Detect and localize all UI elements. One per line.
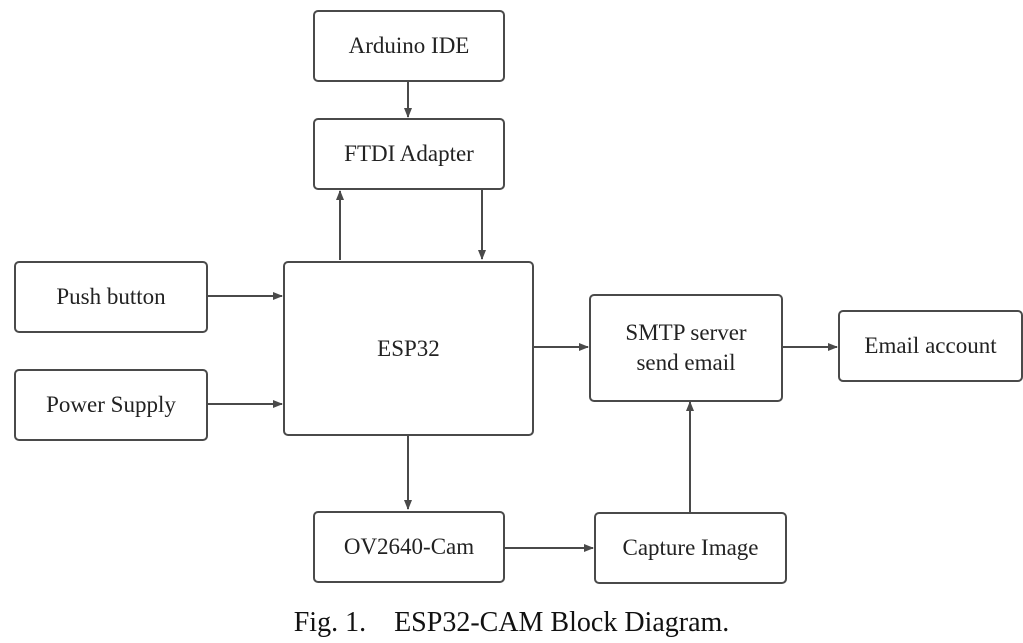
figure-caption: Fig. 1. ESP32-CAM Block Diagram. xyxy=(293,607,730,638)
node-ftdi-adapter: FTDI Adapter xyxy=(313,118,505,190)
node-email-account: Email account xyxy=(838,310,1023,382)
node-capture-image: Capture Image xyxy=(594,512,787,584)
block-diagram: Arduino IDE FTDI Adapter Push button Pow… xyxy=(14,10,1023,584)
node-power-supply: Power Supply xyxy=(14,369,208,441)
node-smtp-server: SMTP server send email xyxy=(589,294,783,402)
connector-layer xyxy=(208,82,838,552)
node-ov2640-cam: OV2640-Cam xyxy=(313,511,505,583)
node-esp32: ESP32 xyxy=(283,261,534,436)
node-push-button: Push button xyxy=(14,261,208,333)
node-arduino-ide: Arduino IDE xyxy=(313,10,505,82)
